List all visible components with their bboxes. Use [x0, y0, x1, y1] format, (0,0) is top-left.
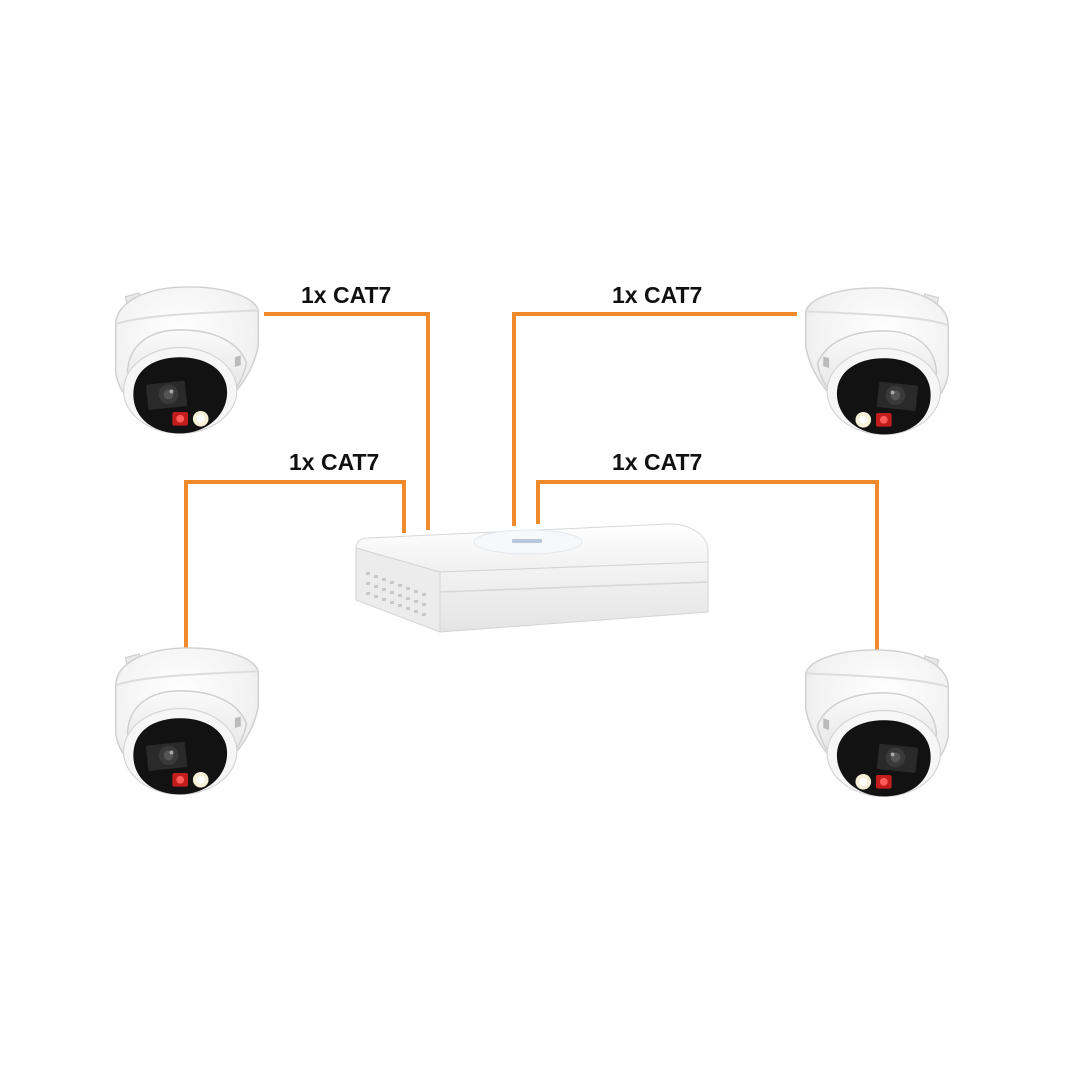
cable-label-top-left: 1x CAT7	[301, 282, 392, 308]
camera-bottom-left	[114, 646, 260, 796]
dome-camera-icon	[804, 286, 950, 436]
cable-label-top-right: 1x CAT7	[612, 282, 703, 308]
cable-label-bottom-left: 1x CAT7	[289, 449, 380, 475]
camera-top-left	[114, 285, 260, 435]
cable-label-bottom-right: 1x CAT7	[612, 449, 703, 475]
dome-camera-icon	[804, 648, 950, 798]
cable-top-right	[512, 312, 797, 526]
cable-lines	[184, 312, 879, 650]
vent-grille	[366, 572, 426, 616]
dome-camera-icon	[114, 285, 260, 435]
cable-bottom-right	[536, 480, 879, 650]
camera-top-right	[804, 286, 950, 436]
dome-camera-icon	[114, 646, 260, 796]
nvr-recorder-icon	[355, 523, 709, 633]
cable-bottom-left	[184, 480, 406, 650]
camera-bottom-right	[804, 648, 950, 798]
cable-top-left	[264, 312, 430, 530]
